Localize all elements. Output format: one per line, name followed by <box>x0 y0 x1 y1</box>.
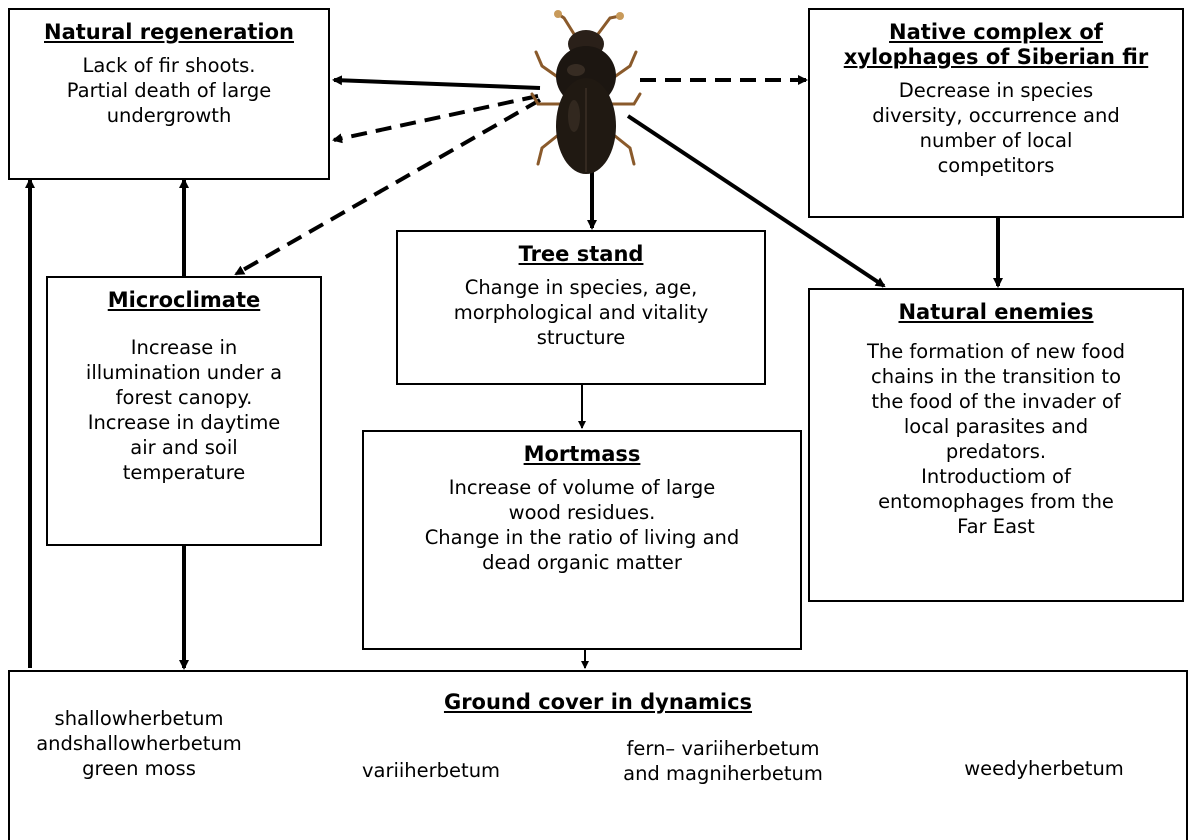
text-line: Decrease in species <box>816 78 1176 103</box>
tree-stand-title: Tree stand <box>398 242 764 267</box>
text-line: green moss <box>14 756 264 781</box>
text-line: air and soil <box>54 435 314 460</box>
text-line: andshallowherbetum <box>14 731 264 756</box>
ground-cover-stage-1: shallowherbetum andshallowherbetum green… <box>14 706 264 781</box>
title-line: xylophages of Siberian fir <box>810 45 1182 70</box>
text-line: temperature <box>54 460 314 485</box>
text-line: forest canopy. <box>54 385 314 410</box>
text-line: variiherbetum <box>336 758 526 783</box>
text-line: Change in species, age, <box>404 275 758 300</box>
text-line: diversity, occurrence and <box>816 103 1176 128</box>
native-complex-text: Decrease in species diversity, occurrenc… <box>810 78 1182 178</box>
text-line: weedyherbetum <box>924 756 1164 781</box>
text-line: Increase in daytime <box>54 410 314 435</box>
natural-enemies-text: The formation of new food chains in the … <box>810 339 1182 539</box>
mortmass-box: Mortmass Increase of volume of large woo… <box>362 430 802 650</box>
ground-cover-stage-3: fern– variiherbetum and magniherbetum <box>578 736 868 786</box>
bark-beetle-image <box>528 8 644 184</box>
mortmass-title: Mortmass <box>364 442 800 467</box>
mortmass-text: Increase of volume of large wood residue… <box>364 475 800 575</box>
native-complex-box: Native complex of xylophages of Siberian… <box>808 8 1184 218</box>
text-line: Increase of volume of large <box>370 475 794 500</box>
text-line: and magniherbetum <box>578 761 868 786</box>
ground-cover-stage-2: variiherbetum <box>336 758 526 783</box>
microclimate-text: Increase in illumination under a forest … <box>48 335 320 485</box>
native-complex-title: Native complex of xylophages of Siberian… <box>810 20 1182 70</box>
text-line: structure <box>404 325 758 350</box>
text-line: competitors <box>816 153 1176 178</box>
text-line: The formation of new food <box>816 339 1176 364</box>
text-line: Far East <box>816 514 1176 539</box>
text-line: fern– variiherbetum <box>578 736 868 761</box>
ground-cover-stage-4: weedyherbetum <box>924 756 1164 781</box>
microclimate-box: Microclimate Increase in illumination un… <box>46 276 322 546</box>
text-line: Partial death of large <box>16 78 322 103</box>
tree-stand-text: Change in species, age, morphological an… <box>398 275 764 350</box>
natural-enemies-box: Natural enemies The formation of new foo… <box>808 288 1184 602</box>
text-line: Increase in <box>54 335 314 360</box>
text-line: Lack of fir shoots. <box>16 53 322 78</box>
natural-enemies-title: Natural enemies <box>810 300 1182 325</box>
text-line: morphological and vitality <box>404 300 758 325</box>
text-line: shallowherbetum <box>14 706 264 731</box>
arrow-beetle-to-regeneration <box>334 80 540 88</box>
title-line: Native complex of <box>810 20 1182 45</box>
text-line: the food of the invader of <box>816 389 1176 414</box>
text-line: dead organic matter <box>370 550 794 575</box>
text-line: Introductiom of <box>816 464 1176 489</box>
text-line: number of local <box>816 128 1176 153</box>
text-line: Change in the ratio of living and <box>370 525 794 550</box>
text-line: entomophages from the <box>816 489 1176 514</box>
text-line: wood residues. <box>370 500 794 525</box>
tree-stand-box: Tree stand Change in species, age, morph… <box>396 230 766 385</box>
text-line: undergrowth <box>16 103 322 128</box>
natural-regeneration-title: Natural regeneration <box>10 20 328 45</box>
text-line: predators. <box>816 439 1176 464</box>
text-line: local parasites and <box>816 414 1176 439</box>
natural-regeneration-box: Natural regeneration Lack of fir shoots.… <box>8 8 330 180</box>
natural-regeneration-text: Lack of fir shoots. Partial death of lar… <box>10 53 328 128</box>
text-line: illumination under a <box>54 360 314 385</box>
microclimate-title: Microclimate <box>48 288 320 313</box>
text-line: chains in the transition to <box>816 364 1176 389</box>
